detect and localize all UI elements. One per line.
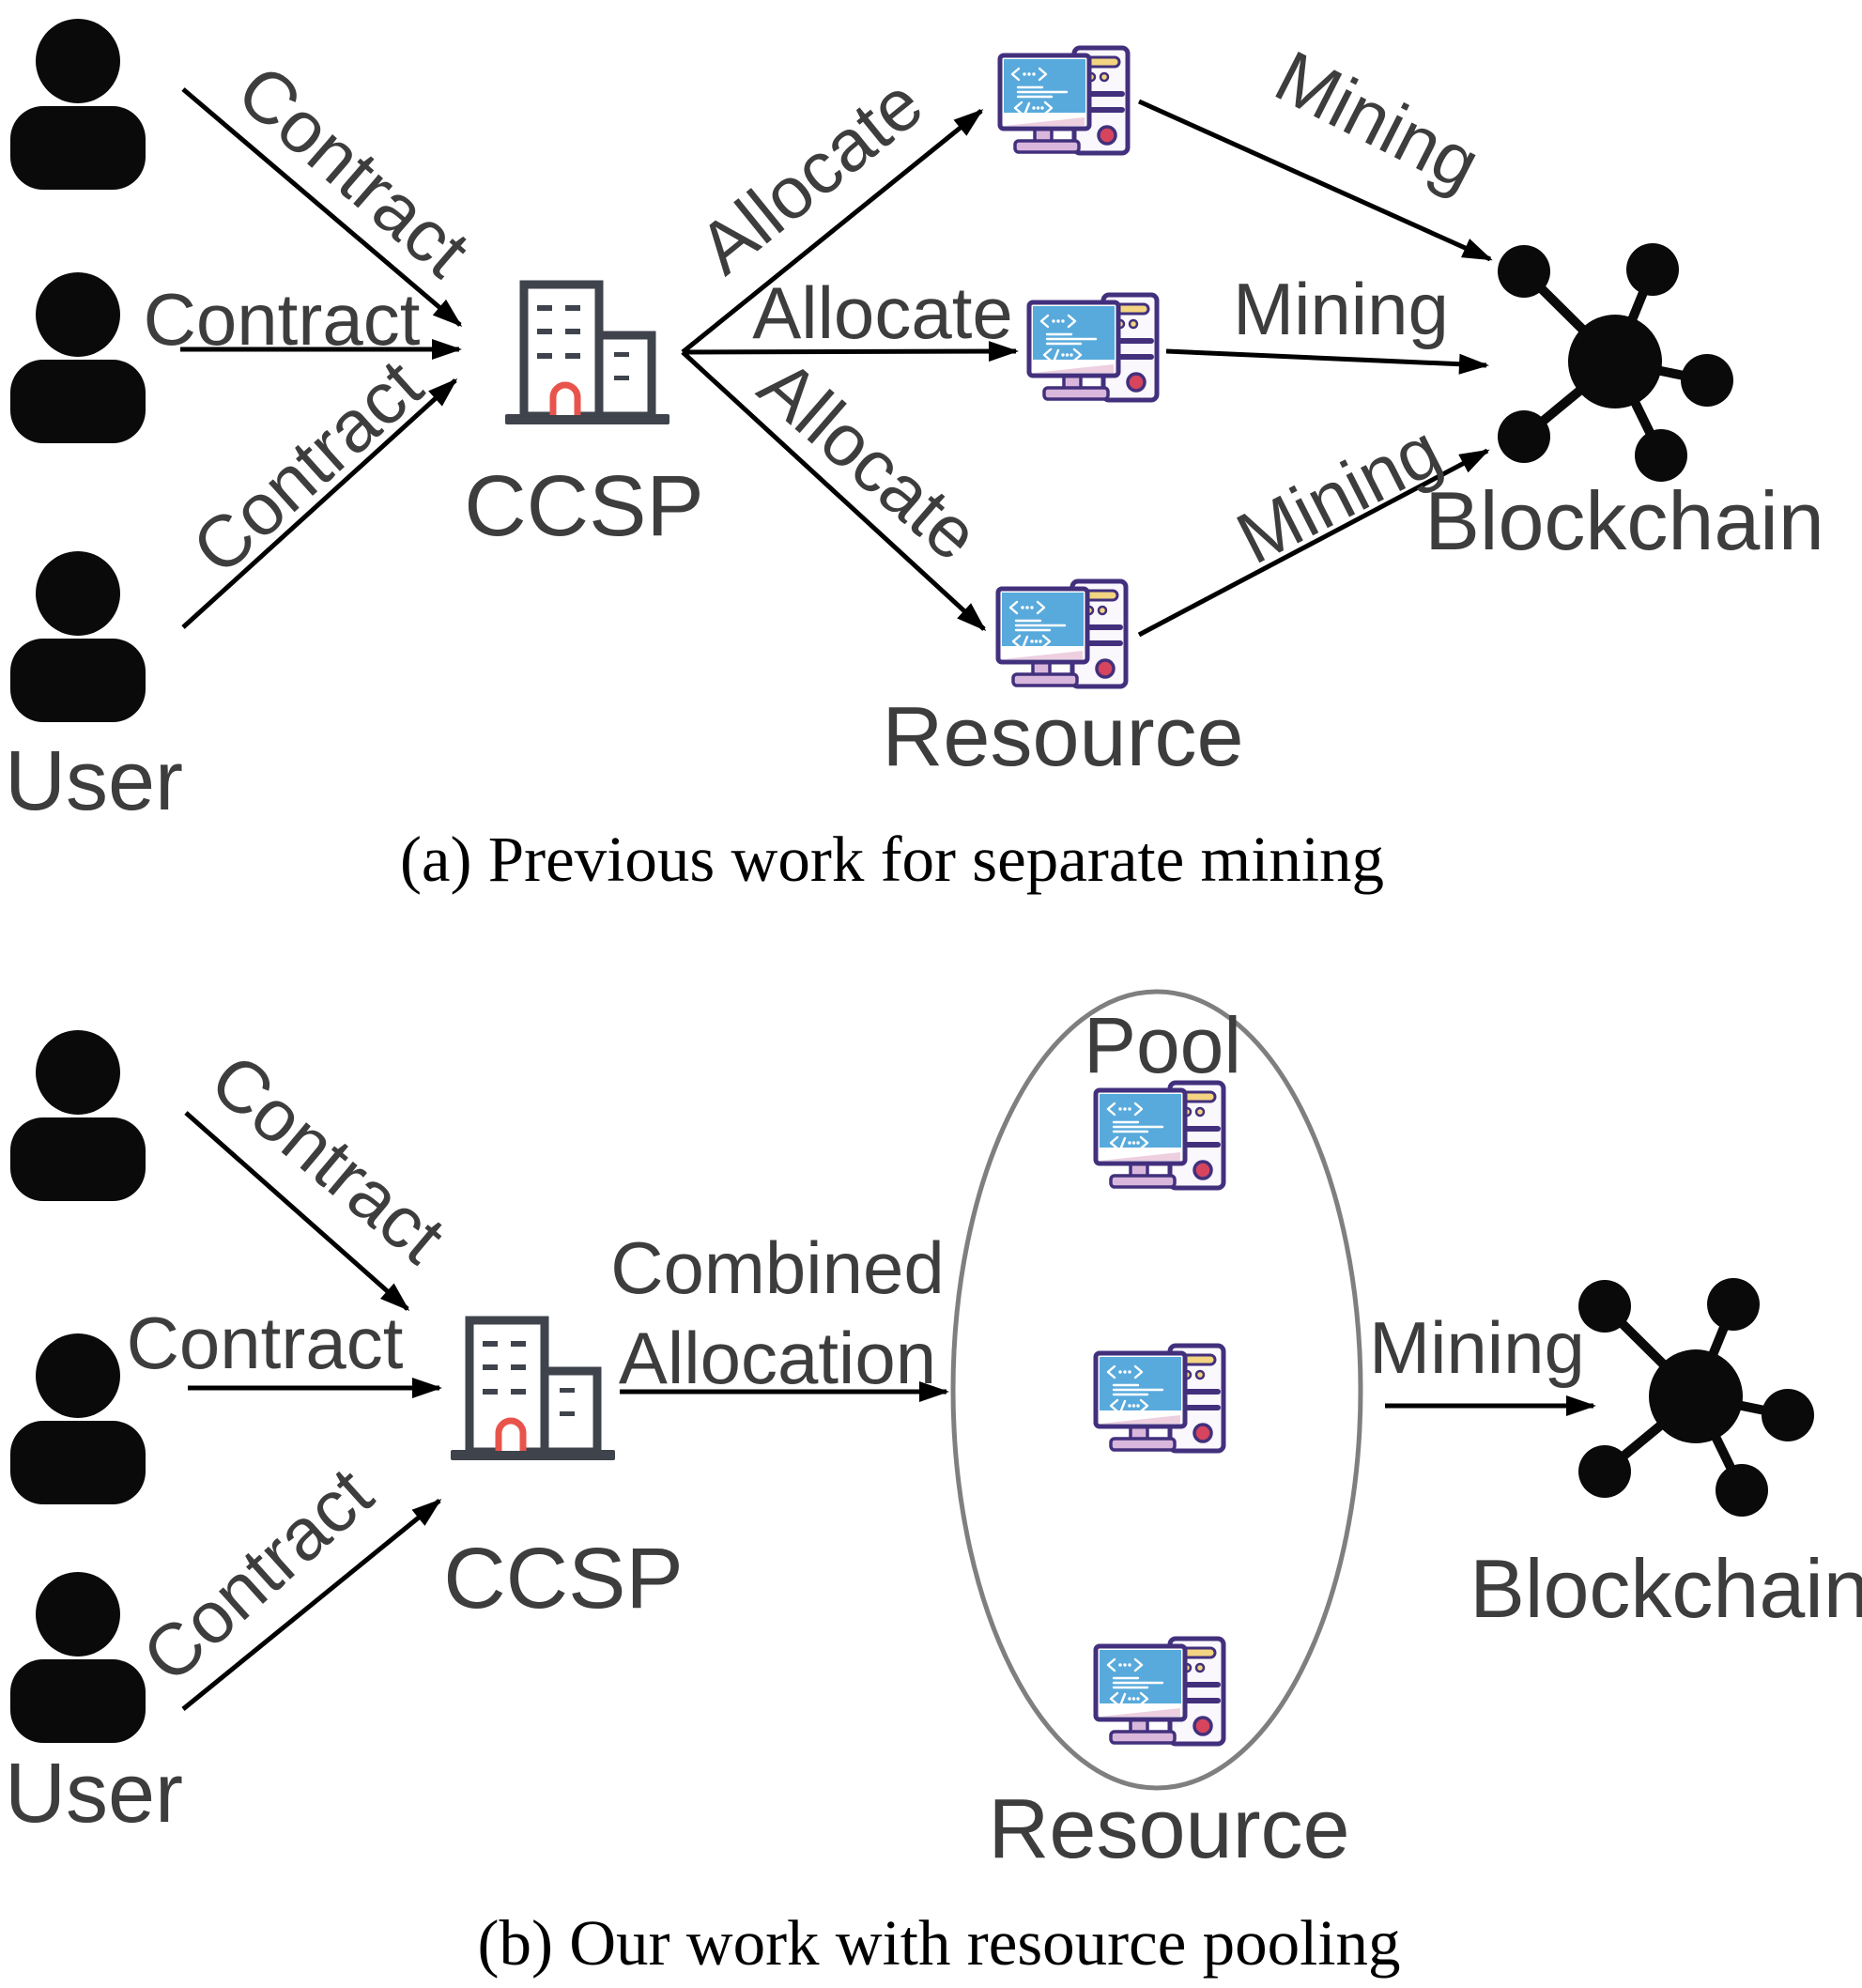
miner-computer-icon	[998, 581, 1126, 686]
ccsp-label: CCSP	[443, 1531, 684, 1626]
user-icon	[10, 1333, 146, 1504]
contract-arrow-3	[181, 378, 458, 629]
allocate-arrow-3	[681, 350, 987, 632]
miner-computer-icon	[1096, 1639, 1223, 1744]
panel-b: User Contract Contract Contract CCSP Com…	[5, 989, 1862, 1979]
contract-label: Contract	[177, 343, 438, 590]
contract-label: Contract	[144, 278, 421, 361]
miner-computer-icon	[1096, 1083, 1223, 1188]
user-icon	[10, 1030, 146, 1201]
contract-label: Contract	[223, 49, 485, 293]
combined-allocation-label: Combined	[610, 1226, 945, 1309]
mining-label: Mining	[1263, 35, 1493, 207]
mining-label: Mining	[1233, 268, 1449, 350]
pool-label: Pool	[1084, 1001, 1241, 1089]
user-icon	[10, 272, 146, 443]
contract-label: Contract	[127, 1302, 404, 1384]
user-label: User	[5, 1747, 183, 1841]
ccsp-building-icon	[505, 285, 669, 424]
resource-label: Resource	[988, 1782, 1349, 1876]
allocate-arrow-2	[682, 341, 1019, 362]
blockchain-network-icon	[1498, 243, 1733, 482]
miner-computer-icon	[1096, 1346, 1223, 1451]
miner-computer-icon	[1029, 295, 1157, 400]
contract-arrow-1	[181, 87, 463, 327]
contract-arrow-1	[184, 1111, 410, 1311]
allocate-label: Allocate	[744, 343, 994, 576]
contract-arrow-3	[181, 1499, 442, 1711]
user-label: User	[5, 734, 183, 828]
allocate-arrow-1	[681, 109, 984, 354]
user-icon	[10, 19, 146, 190]
user-icon	[10, 551, 146, 722]
panel-a: User Contract Contract Contract CCSP All…	[5, 19, 1824, 895]
ccsp-building-icon	[451, 1320, 615, 1460]
mining-arrow-3	[1137, 448, 1490, 638]
blockchain-label: Blockchain	[1424, 474, 1824, 567]
ccsp-label: CCSP	[464, 458, 704, 554]
mining-arrow-1	[1137, 99, 1493, 262]
mining-label: Mining	[1369, 1306, 1585, 1389]
mining-arrow-2	[1165, 348, 1489, 375]
miner-computer-icon	[1000, 48, 1128, 153]
blockchain-network-icon	[1578, 1278, 1814, 1517]
caption-b: (b) Our work with resource pooling	[477, 1907, 1400, 1979]
resource-label: Resource	[882, 690, 1243, 784]
user-icon	[10, 1572, 146, 1743]
combined-allocation-label: Allocation	[619, 1317, 936, 1399]
allocate-label: Allocate	[752, 271, 1013, 354]
mining-label: Mining	[1223, 408, 1454, 580]
caption-a: (a) Previous work for separate mining	[400, 824, 1384, 895]
pool-ellipse	[950, 989, 1363, 1791]
blockchain-label: Blockchain	[1470, 1542, 1862, 1635]
